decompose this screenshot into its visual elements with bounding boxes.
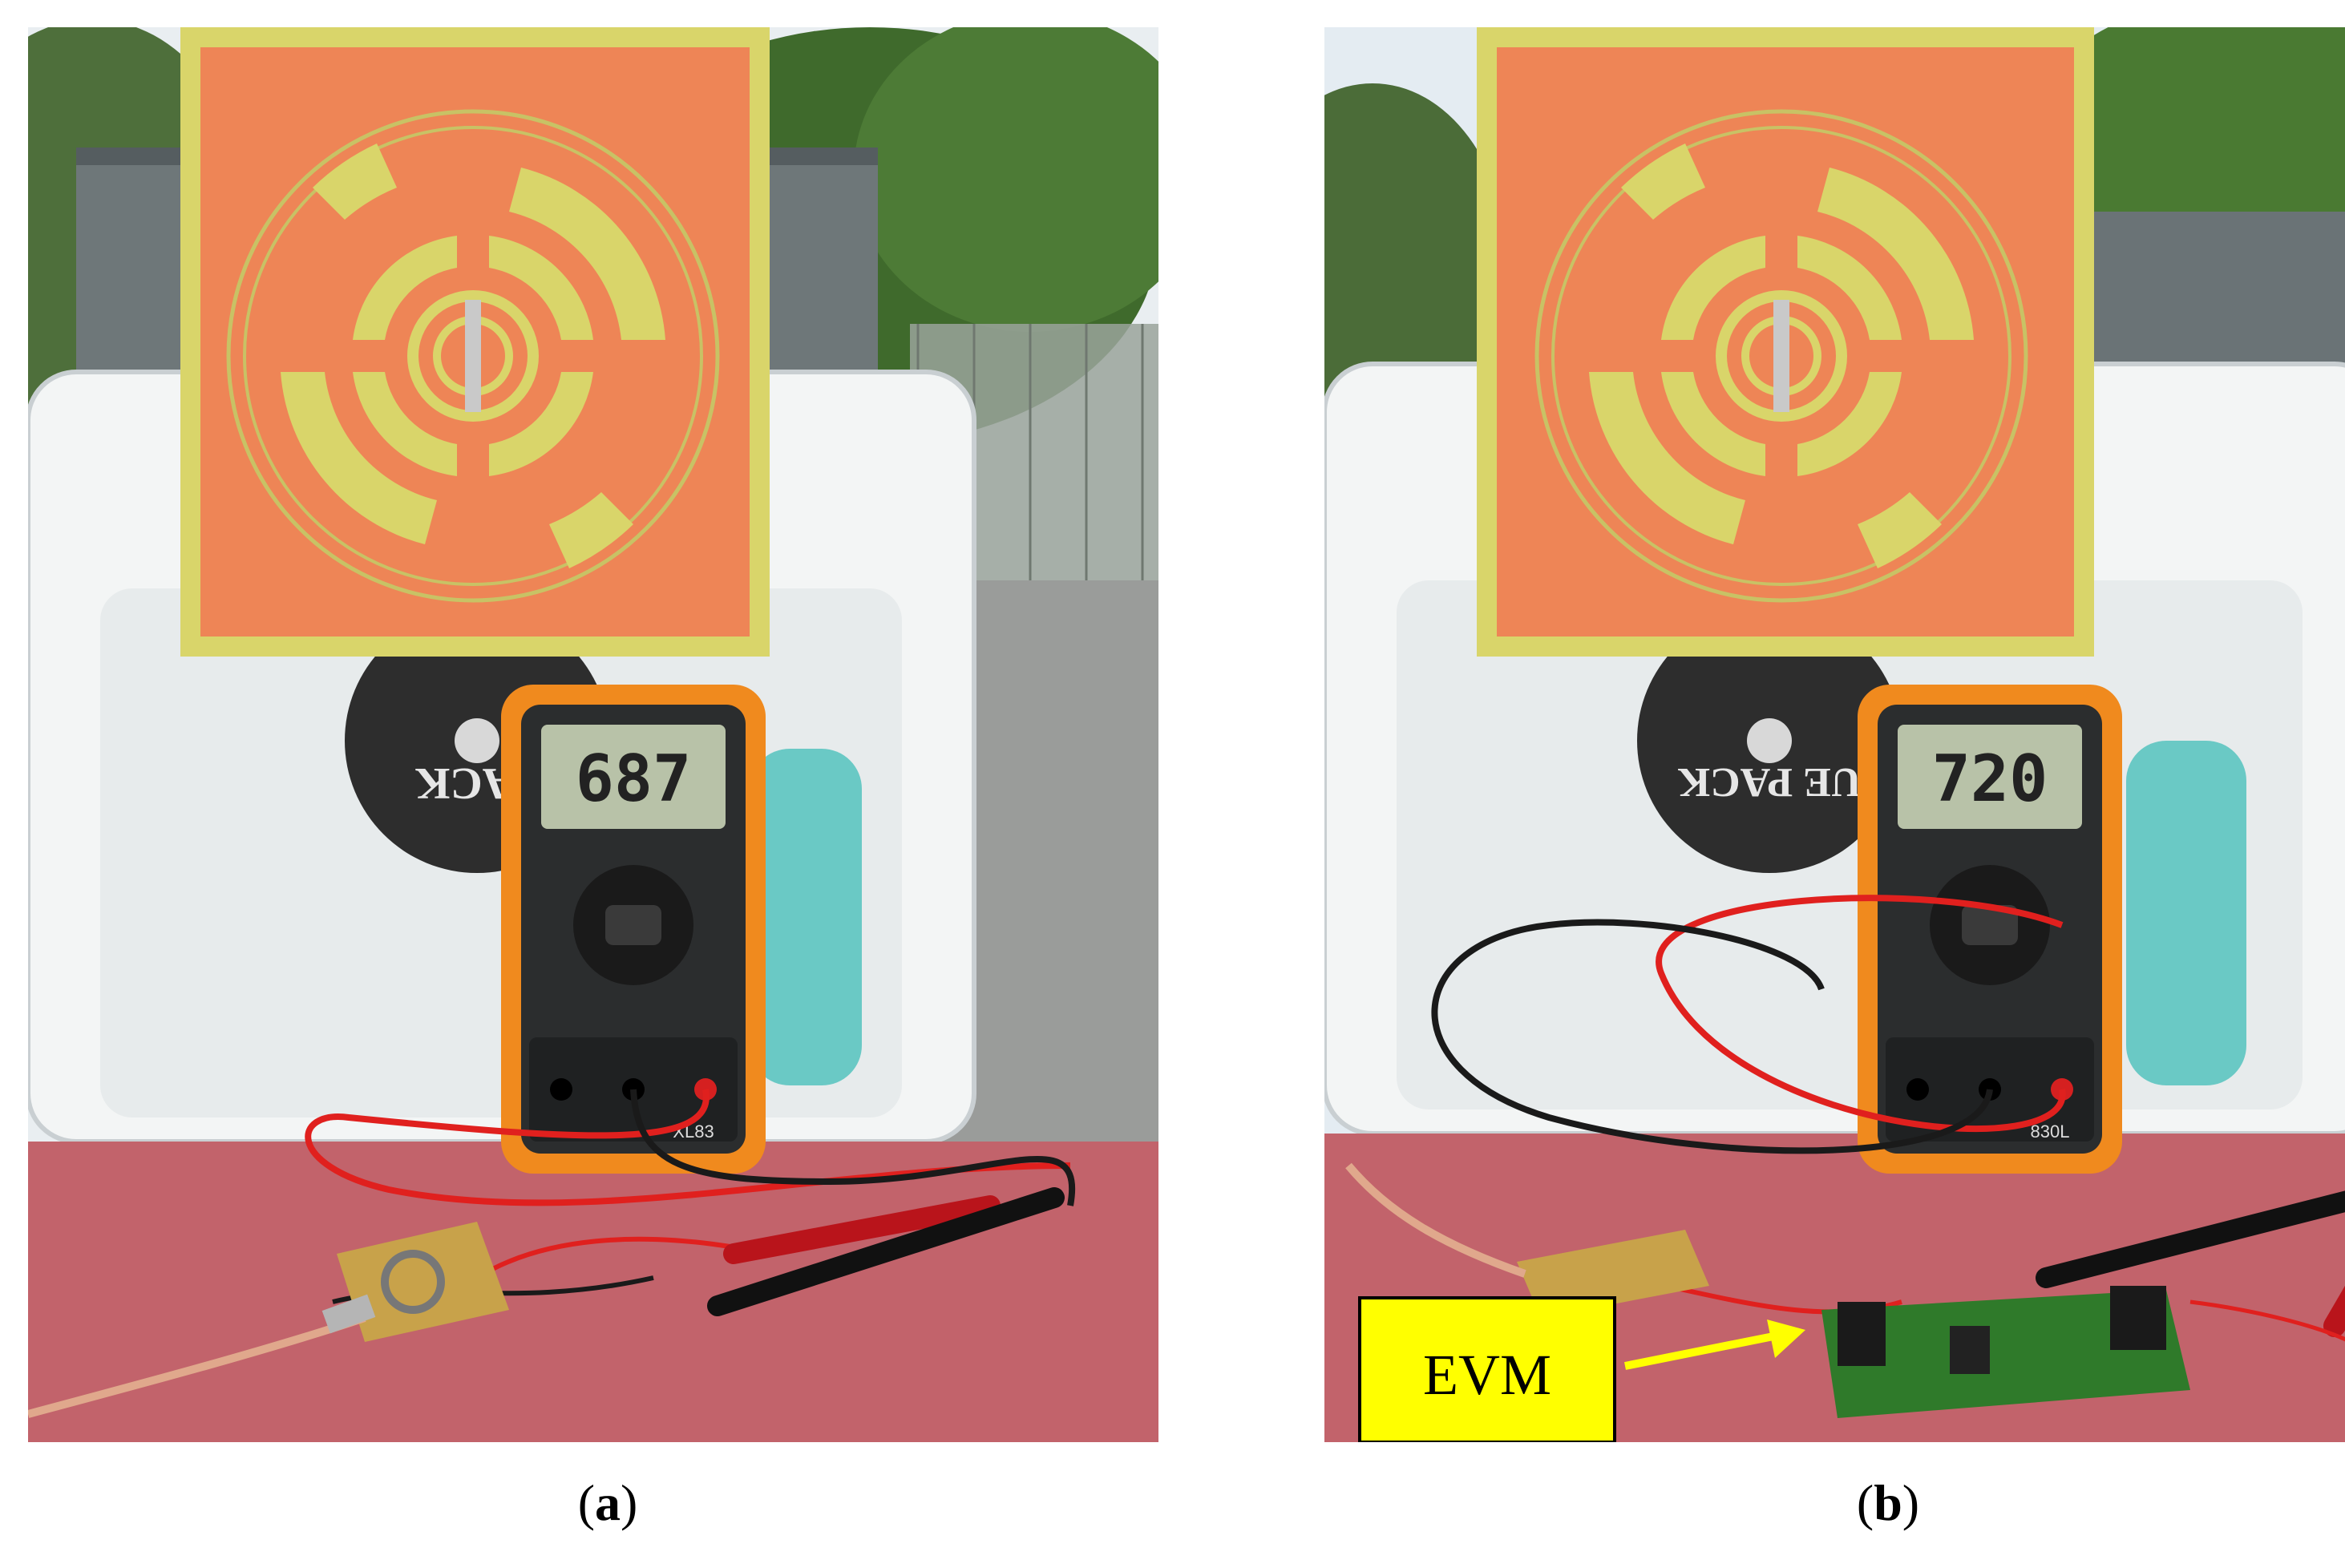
rectifier-board xyxy=(337,1222,509,1342)
teal-cloth xyxy=(750,749,862,1085)
photo-a-illustration: PACK 687 xyxy=(28,27,1158,1442)
photo-panel-b: UE PACK 720 xyxy=(1324,27,2345,1442)
evm-arrow xyxy=(1624,1332,1774,1370)
rectifier-board xyxy=(1517,1230,1709,1318)
probe-black xyxy=(2036,1190,2345,1288)
multimeter: 720 830L xyxy=(1858,685,2122,1174)
probe-black xyxy=(707,1187,1065,1316)
caption-b: (b) xyxy=(1856,1474,1920,1531)
caption-a: (a) xyxy=(577,1474,638,1531)
red-wire xyxy=(1656,895,2066,1132)
photo-panel-a: PACK 687 xyxy=(28,27,1158,1442)
meter-model: 830L xyxy=(2031,1121,2070,1142)
red-wire xyxy=(305,1089,1071,1206)
evm-label-box xyxy=(1358,1296,1616,1442)
lcd-reading: 687 xyxy=(576,742,692,816)
lcd-display xyxy=(541,725,726,829)
probe-red xyxy=(2323,1285,2345,1337)
lcd-display xyxy=(1898,725,2082,829)
tree-right-2 xyxy=(854,27,1158,332)
evm-board xyxy=(1821,1286,2190,1418)
evm-label-text: EVM xyxy=(1423,1343,1551,1407)
antenna-pattern xyxy=(226,109,720,603)
coax-cable xyxy=(1345,1162,1526,1278)
antenna-pattern xyxy=(1534,109,2028,603)
table xyxy=(28,1142,1158,1442)
disc-text: UE PACK xyxy=(1677,759,1861,805)
coax-cable xyxy=(28,1314,366,1418)
teal-cloth xyxy=(2126,741,2246,1085)
multimeter: 687 XL83 xyxy=(501,685,766,1174)
photo-b-illustration: UE PACK 720 xyxy=(1324,27,2345,1442)
tree-left xyxy=(1324,83,1509,452)
probe-red xyxy=(723,1195,1001,1264)
black-wire xyxy=(630,1089,1076,1206)
black-wire xyxy=(1431,919,1993,1154)
lcd-reading: 720 xyxy=(1932,742,2048,816)
